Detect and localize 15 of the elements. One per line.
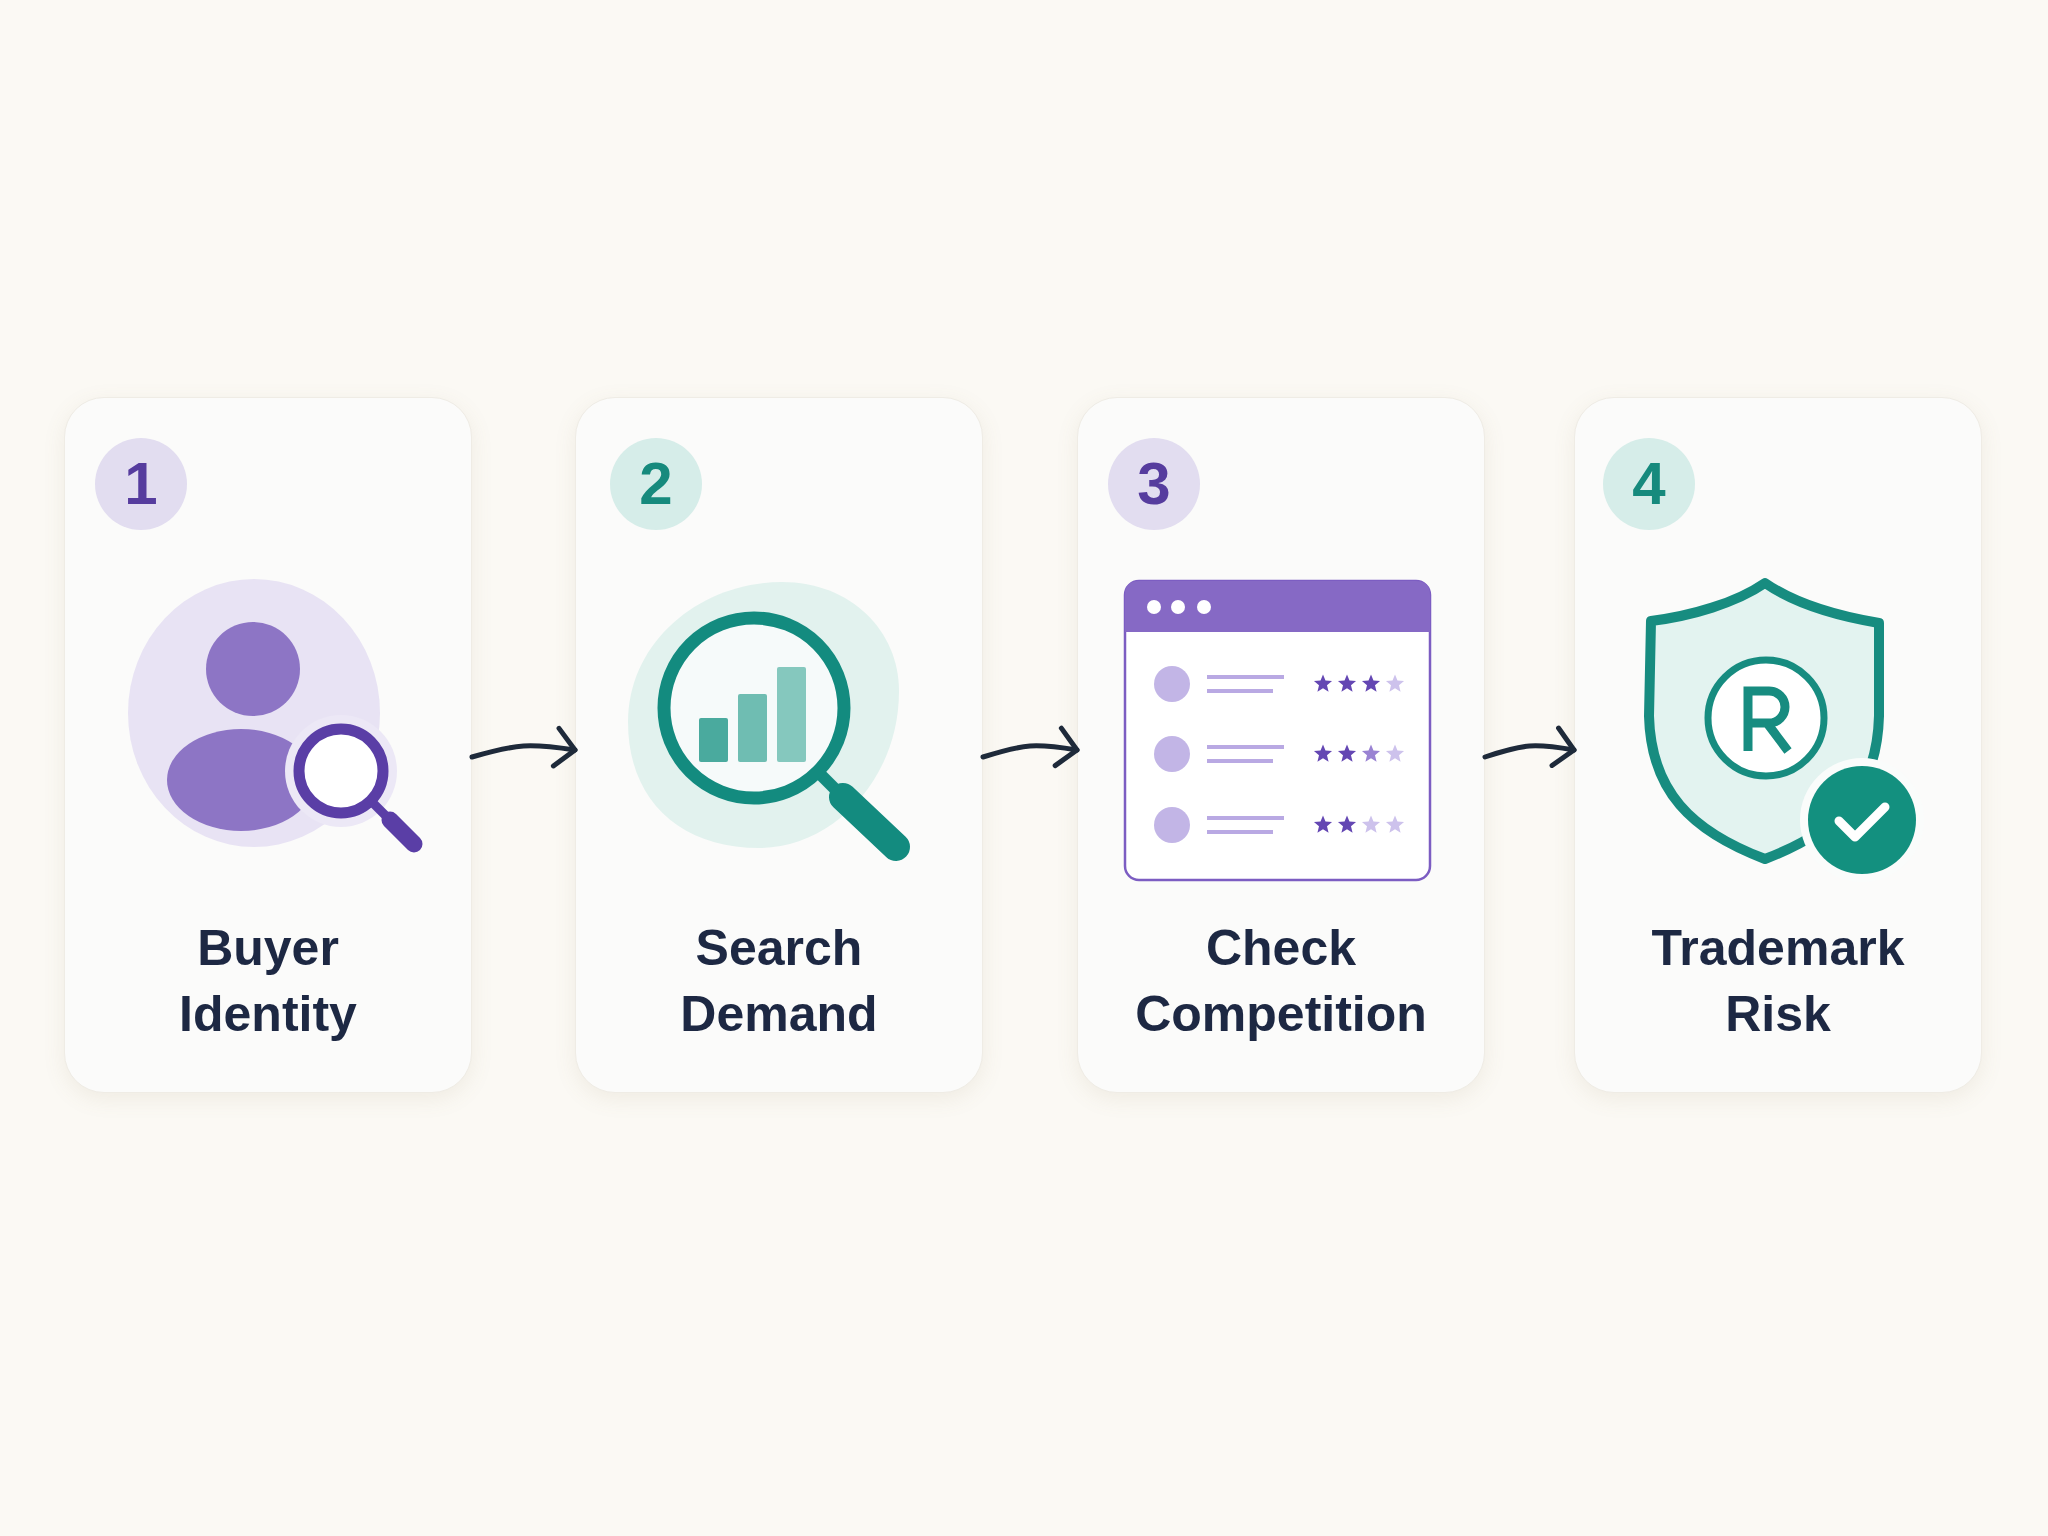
step-number: 4 [1603, 438, 1695, 530]
arrow [1482, 725, 1577, 768]
step-title: Check Competition [1135, 919, 1427, 1044]
step-card [64, 397, 472, 1093]
step-title: Trademark Risk [1651, 919, 1905, 1044]
arrow [980, 725, 1080, 769]
step-card [1077, 397, 1485, 1093]
step-card [575, 397, 983, 1093]
step-card [1574, 397, 1982, 1093]
arrow [469, 725, 578, 769]
step-number: 2 [610, 438, 702, 530]
step-title: Search Demand [680, 919, 878, 1044]
step-number: 1 [95, 438, 187, 530]
step-number: 3 [1108, 438, 1200, 530]
step-title: Buyer Identity [179, 919, 357, 1044]
